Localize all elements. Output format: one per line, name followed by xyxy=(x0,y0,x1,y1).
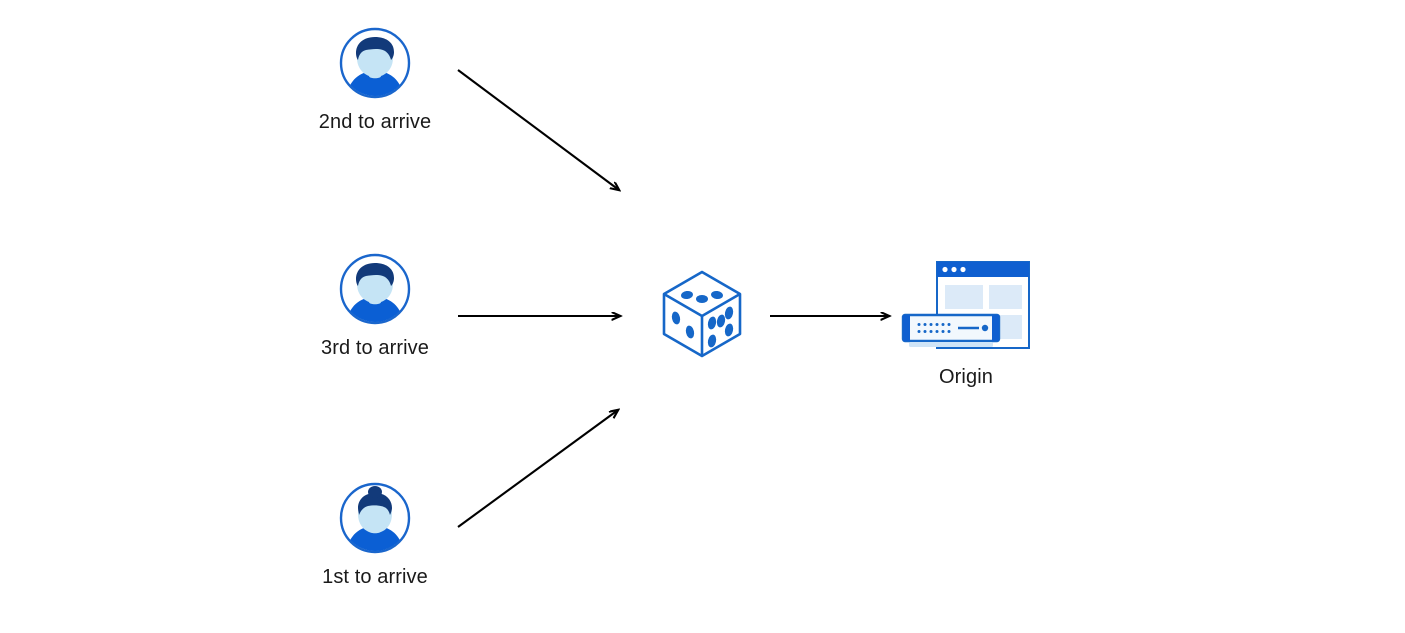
node-dice xyxy=(657,268,747,372)
node-label-person-1st: 1st to arrive xyxy=(322,566,428,588)
user-avatar-icon xyxy=(339,482,411,554)
node-origin: Origin xyxy=(900,258,1032,389)
node-person-2nd: 2nd to arrive xyxy=(305,27,445,134)
origin-server-icon xyxy=(901,261,1030,349)
node-person-3rd: 3rd to arrive xyxy=(305,253,445,360)
node-label-person-2nd: 2nd to arrive xyxy=(318,111,432,133)
node-label-origin: Origin xyxy=(939,366,993,388)
router-device-icon xyxy=(901,313,1001,347)
arrow-1st-to-dice xyxy=(457,410,618,528)
user-avatar-icon xyxy=(339,253,411,325)
user-avatar-icon xyxy=(339,27,411,99)
node-label-person-3rd: 3rd to arrive xyxy=(320,337,429,359)
dice-icon xyxy=(662,270,742,358)
node-person-1st: 1st to arrive xyxy=(305,482,445,589)
arrow-2nd-to-dice xyxy=(457,69,619,190)
